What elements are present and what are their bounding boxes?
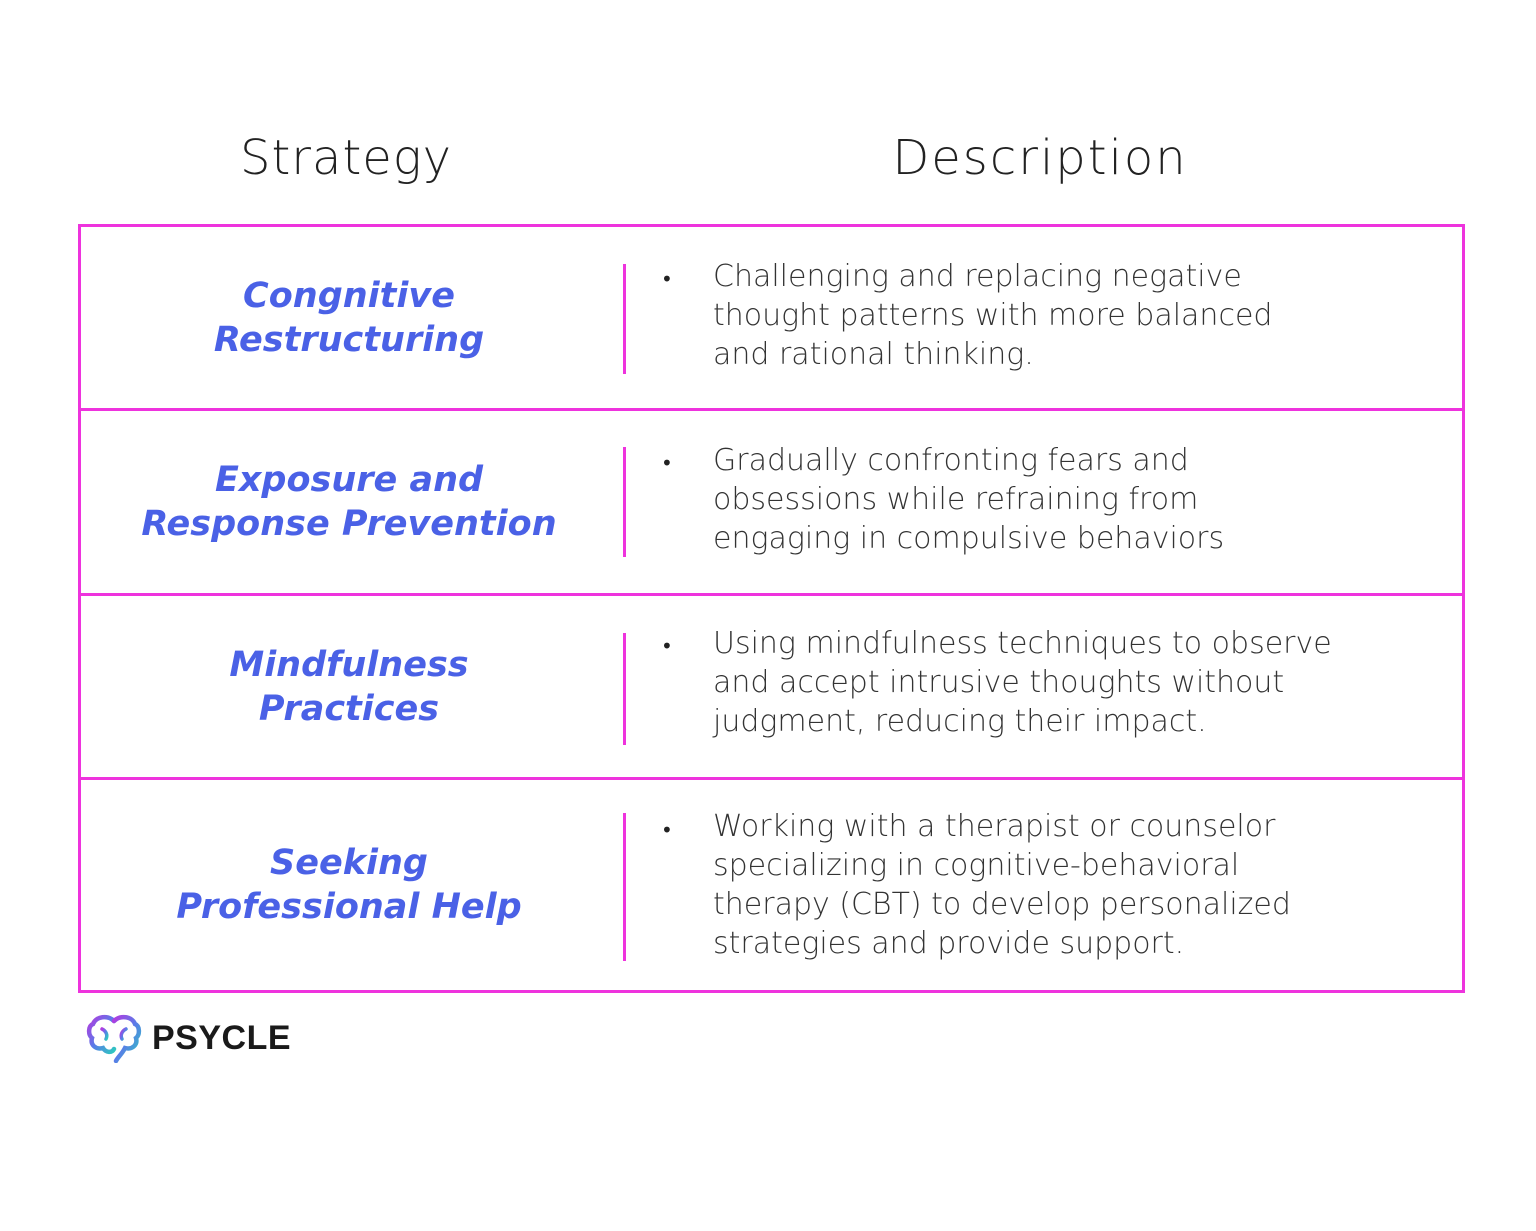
description-line: and rational thinking. (713, 337, 1034, 372)
description-text: Working with a therapist or counselor sp… (713, 807, 1433, 963)
strategy-line: Mindfulness (229, 644, 469, 685)
description-line: therapy (CBT) to develop personalized (713, 887, 1291, 922)
description-text: Challenging and replacing negative thoug… (713, 257, 1433, 374)
strategy-line: Congnitive (243, 275, 455, 316)
description-line: and accept intrusive thoughts without (713, 665, 1285, 700)
description-line: Challenging and replacing negative (713, 259, 1242, 294)
description-line: judgment, reducing their impact. (713, 704, 1207, 739)
table-header: Strategy Description (0, 130, 1536, 200)
strategy-table: Congnitive Restructuring • Challenging a… (78, 224, 1465, 993)
bullet-icon: • (661, 451, 673, 475)
row-divider (623, 633, 626, 745)
description-line: thought patterns with more balanced (713, 298, 1273, 333)
bullet-icon: • (661, 818, 673, 842)
row-divider (623, 447, 626, 557)
strategy-name: Mindfulness Practices (81, 596, 617, 777)
bullet-icon: • (661, 634, 673, 658)
strategy-line: Practices (258, 688, 440, 729)
table-row: Seeking Professional Help • Working with… (81, 780, 1462, 990)
strategy-line: Professional Help (176, 887, 522, 927)
bullet-icon: • (661, 267, 673, 291)
description-line: Working with a therapist or counselor (713, 809, 1276, 844)
description-column-header: Description (892, 130, 1188, 186)
strategy-line: Seeking (270, 843, 428, 883)
table-row: Congnitive Restructuring • Challenging a… (81, 227, 1462, 411)
row-divider (623, 813, 626, 961)
strategy-column-header: Strategy (240, 130, 452, 186)
strategy-line: Response Prevention (141, 504, 557, 544)
strategy-name: Exposure and Response Prevention (81, 411, 617, 593)
row-divider (623, 264, 626, 374)
description-text: Using mindfulness techniques to observe … (713, 624, 1433, 741)
description-line: engaging in compulsive behaviors (713, 521, 1225, 556)
description-text: Gradually confronting fears and obsessio… (713, 441, 1433, 558)
strategy-line: Restructuring (213, 319, 485, 360)
strategy-line: Exposure and (214, 460, 484, 500)
brain-icon (86, 1014, 142, 1063)
description-line: strategies and provide support. (713, 926, 1185, 961)
table-row: Exposure and Response Prevention • Gradu… (81, 411, 1462, 596)
psycle-logo: PSYCLE (86, 1012, 291, 1064)
description-line: Gradually confronting fears and (713, 443, 1189, 478)
strategy-name: Congnitive Restructuring (81, 227, 617, 408)
table-row: Mindfulness Practices • Using mindfulnes… (81, 596, 1462, 780)
description-line: obsessions while refraining from (713, 482, 1199, 517)
logo-text: PSYCLE (152, 1018, 292, 1057)
description-line: specializing in cognitive-behavioral (713, 848, 1240, 883)
description-line: Using mindfulness techniques to observe (713, 626, 1332, 661)
strategy-name: Seeking Professional Help (81, 780, 617, 990)
